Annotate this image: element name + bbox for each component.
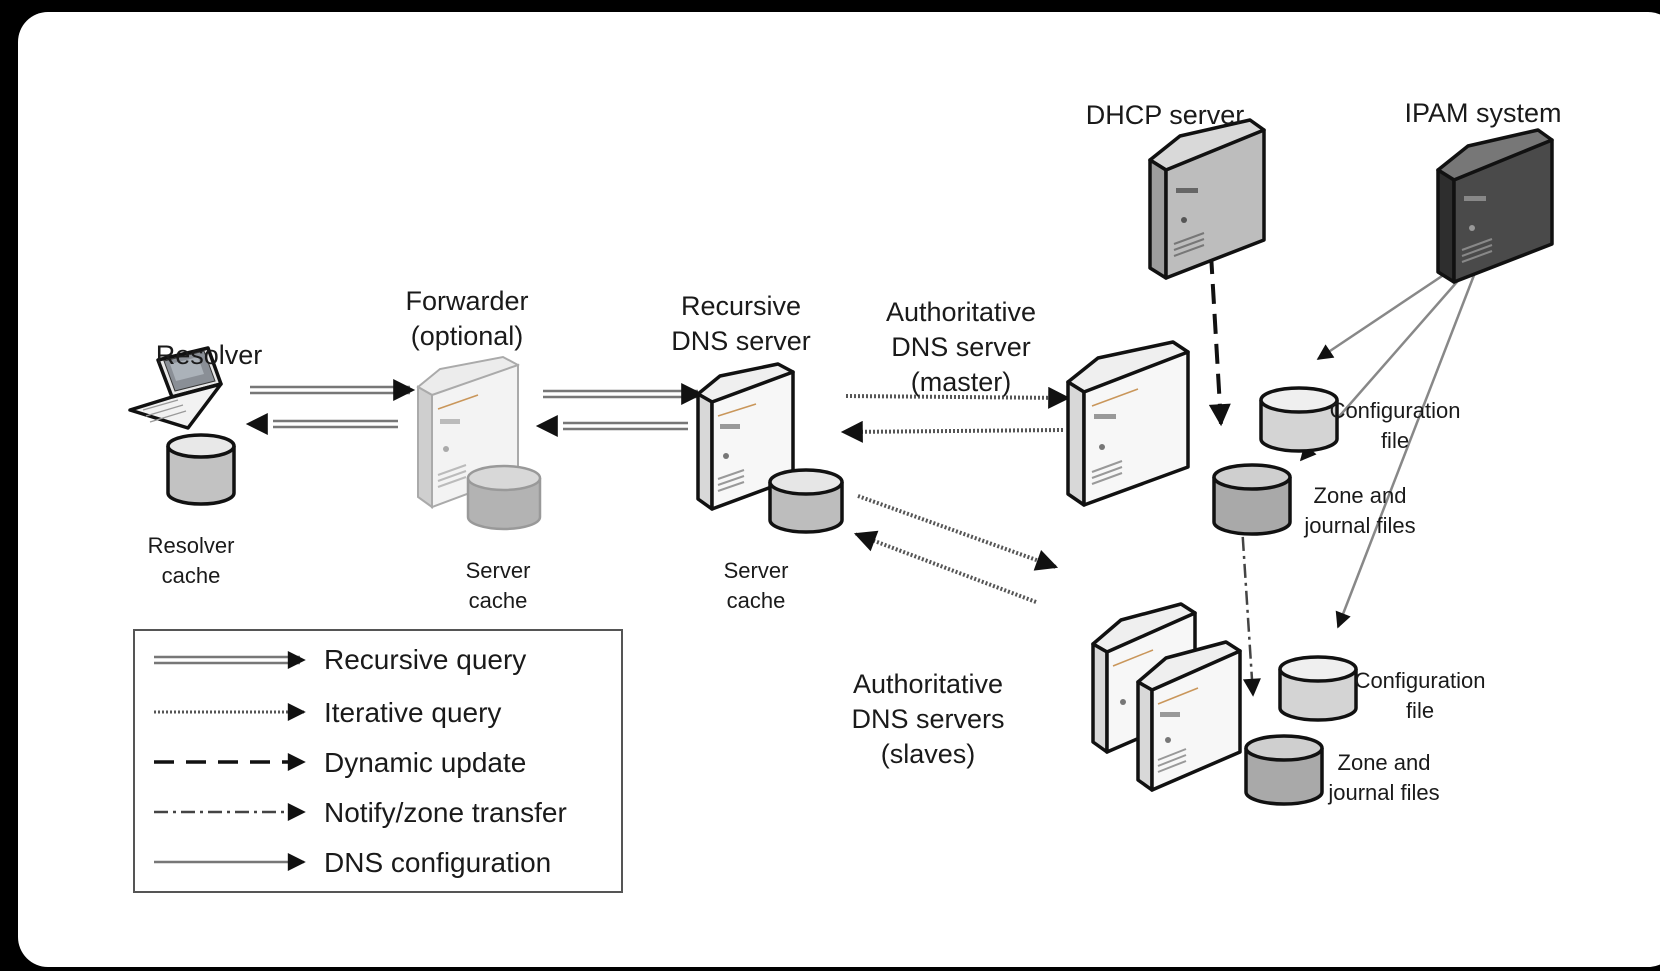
diagram-frame: Resolver Resolver cache Forwarder (optio… <box>18 12 1660 967</box>
ipam-server-icon <box>1436 128 1554 284</box>
slave-zone-files-icon <box>1244 734 1324 806</box>
slave-config-label-1: Configuration <box>1355 668 1486 693</box>
legend-item-iterative: Iterative query <box>154 697 501 728</box>
forwarder-cache-icon <box>466 464 542 531</box>
resolver-cache-icon <box>166 433 236 506</box>
recursive-cache-label-1: Server <box>724 558 789 583</box>
resolver-title: Resolver <box>156 340 263 370</box>
arrow-recursive-to-master <box>845 386 1071 409</box>
arrow-forwarder-to-resolver <box>245 413 398 435</box>
arrow-recursive-to-slaves <box>857 494 1059 571</box>
ipam-title: IPAM system <box>1404 98 1561 128</box>
slaves-title-1: Authoritative <box>853 669 1003 699</box>
recursive-cache-icon <box>768 468 844 534</box>
slave-config-file-icon <box>1278 655 1358 722</box>
legend-label-dynamic: Dynamic update <box>324 747 526 778</box>
slave-server-front-icon <box>1136 640 1242 792</box>
master-zone-label-1: Zone and <box>1314 483 1407 508</box>
legend-item-config: DNS configuration <box>154 847 551 878</box>
master-zone-files-icon <box>1212 463 1292 536</box>
resolver-cache-label-1: Resolver <box>148 533 235 558</box>
arrow-notify-zone-transfer <box>1239 509 1261 697</box>
legend-label-config: DNS configuration <box>324 847 551 878</box>
arrow-dhcp-dynamic-update <box>1208 253 1231 427</box>
slave-zone-label-1: Zone and <box>1338 750 1431 775</box>
slave-zone-label-2: journal files <box>1327 780 1439 805</box>
recursive-title-2: DNS server <box>671 326 811 356</box>
arrow-slaves-to-recursive <box>853 530 1037 604</box>
legend-box <box>133 629 623 893</box>
forwarder-title-2: (optional) <box>411 321 524 351</box>
forwarder-cache-label-2: cache <box>469 588 528 613</box>
recursive-title-1: Recursive <box>681 291 801 321</box>
arrow-resolver-to-forwarder <box>250 379 416 401</box>
arrow-master-to-recursive <box>840 420 1064 443</box>
master-config-label-1: Configuration <box>1330 398 1461 423</box>
arrow-ipam-to-master-config <box>1316 258 1467 361</box>
slaves-title-3: (slaves) <box>881 739 976 769</box>
dhcp-server-icon <box>1148 118 1266 280</box>
recursive-cache-label-2: cache <box>727 588 786 613</box>
legend-item-notify: Notify/zone transfer <box>154 797 567 828</box>
forwarder-title-1: Forwarder <box>405 286 528 316</box>
legend: Recursive query Iterative query Dynamic … <box>133 629 623 893</box>
master-config-file-icon <box>1259 386 1339 453</box>
legend-item-recursive: Recursive query <box>154 644 526 675</box>
legend-label-recursive: Recursive query <box>324 644 526 675</box>
arrow-forwarder-to-recursive <box>543 383 704 405</box>
legend-label-iterative: Iterative query <box>324 697 501 728</box>
resolver-cache-label-2: cache <box>162 563 221 588</box>
arrow-recursive-to-forwarder <box>535 415 688 437</box>
master-zone-label-2: journal files <box>1303 513 1415 538</box>
slaves-title-2: DNS servers <box>851 704 1004 734</box>
forwarder-cache-label-1: Server <box>466 558 531 583</box>
legend-label-notify: Notify/zone transfer <box>324 797 567 828</box>
dns-architecture-diagram: Resolver Resolver cache Forwarder (optio… <box>128 98 1562 893</box>
master-title-3: (master) <box>911 367 1012 397</box>
master-config-label-2: file <box>1381 428 1409 453</box>
laptop-icon <box>128 346 223 430</box>
arrow-ipam-to-slave-config <box>1335 269 1478 629</box>
recursive-server-icon <box>696 362 795 511</box>
master-server-icon <box>1066 340 1190 507</box>
slave-config-label-2: file <box>1406 698 1434 723</box>
dhcp-title: DHCP server <box>1086 100 1245 130</box>
legend-item-dynamic: Dynamic update <box>154 747 526 778</box>
master-title-1: Authoritative <box>886 297 1036 327</box>
master-title-2: DNS server <box>891 332 1031 362</box>
